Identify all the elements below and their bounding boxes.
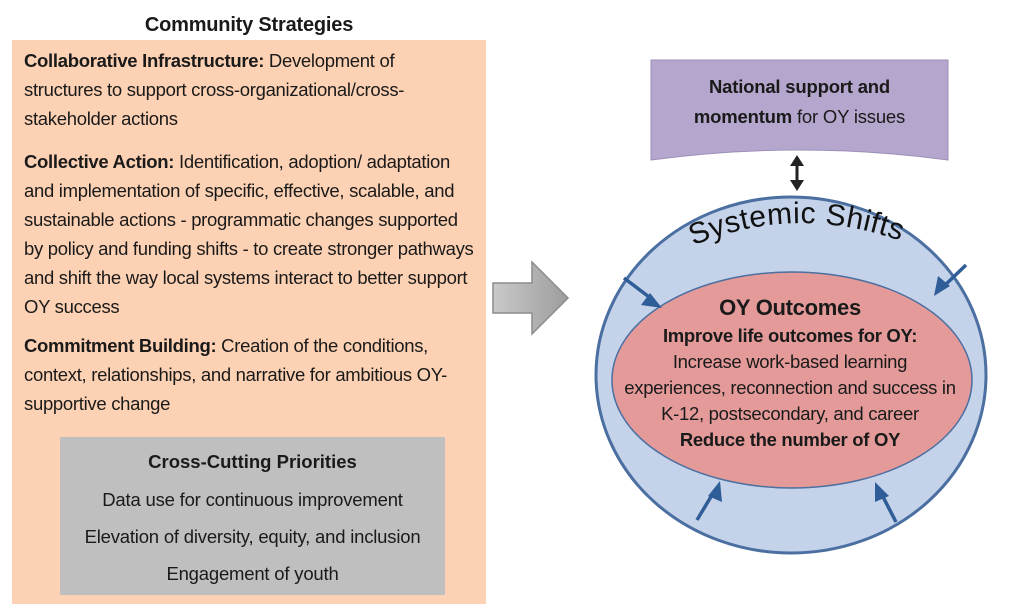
outcomes-line: experiences, reconnection and success in	[624, 377, 956, 398]
inward-arrows	[622, 263, 968, 523]
priority-item: Elevation of diversity, equity, and incl…	[84, 526, 421, 547]
outcomes-subtitle: Improve life outcomes for OY:	[662, 325, 918, 346]
outcomes-line: K-12, postsecondary, and career	[661, 403, 919, 424]
strategies-title: Community Strategies	[144, 14, 354, 36]
oy-outcomes-text: OY Outcomes Improve life outcomes for OY…	[600, 293, 980, 453]
arrow-icon	[875, 482, 898, 523]
flow-arrow-right	[492, 260, 570, 336]
strategy-text: Identification, adoption/ adaptation and…	[24, 151, 474, 317]
priorities-title: Cross-Cutting Priorities	[148, 451, 357, 472]
arrow-icon	[934, 263, 968, 296]
national-line2-rest: for OY issues	[792, 106, 906, 127]
strategy-commitment-building: Commitment Building: Creation of the con…	[24, 331, 476, 418]
strategy-term: Commitment Building:	[24, 335, 217, 356]
national-line1: National support and	[708, 76, 890, 97]
strategy-term: Collaborative Infrastructure:	[24, 50, 265, 71]
strategy-text: Creation of the conditions, context, rel…	[24, 335, 447, 414]
strategy-term: Collective Action:	[24, 151, 175, 172]
national-line2-bold: momentum	[693, 106, 793, 127]
strategy-collaborative-infrastructure: Collaborative Infrastructure: Developmen…	[24, 46, 476, 133]
oy-outcomes-ellipse	[611, 271, 973, 489]
cross-cutting-priorities-box: Cross-Cutting Priorities Data use for co…	[60, 437, 445, 595]
strategies-panel: Collaborative Infrastructure: Developmen…	[12, 40, 486, 604]
national-support-banner	[650, 59, 949, 161]
priority-item: Data use for continuous improvement	[102, 489, 403, 510]
outcomes-title: OY Outcomes	[719, 295, 861, 320]
outcomes-line: Increase work-based learning	[672, 351, 908, 372]
strategy-collective-action: Collective Action: Identification, adopt…	[24, 147, 476, 321]
arrow-icon	[622, 276, 662, 308]
national-support-text: National support and momentum for OY iss…	[651, 72, 948, 132]
priority-item: Engagement of youth	[166, 563, 339, 584]
strategy-text: Development of structures to support cro…	[24, 50, 405, 129]
double-arrow-icon	[790, 155, 804, 191]
outcomes-closing: Reduce the number of OY	[679, 429, 901, 450]
arrow-icon	[695, 481, 722, 521]
